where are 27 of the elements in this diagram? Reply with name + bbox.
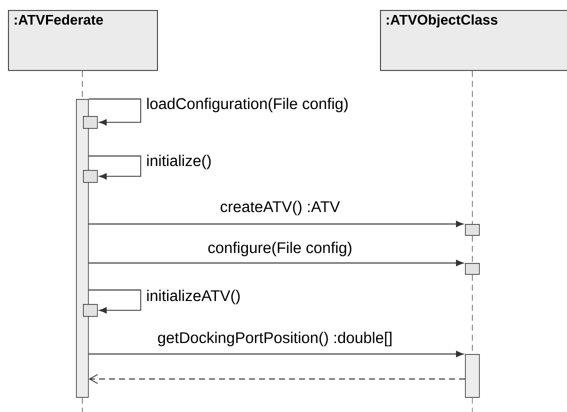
activation-box bbox=[465, 224, 480, 236]
lifeline bbox=[82, 397, 83, 412]
activation-box bbox=[83, 116, 98, 129]
self-message-arrow bbox=[88, 290, 142, 314]
message-label: initializeATV() bbox=[147, 290, 240, 304]
lifeline-box: :ATVObjectClass bbox=[380, 10, 567, 71]
self-message-arrow bbox=[88, 156, 142, 180]
lifeline bbox=[472, 235, 473, 264]
activation-bar bbox=[465, 354, 480, 398]
message-arrow bbox=[88, 220, 464, 228]
activation-box bbox=[83, 304, 98, 317]
message-arrow bbox=[88, 350, 464, 358]
return-arrow bbox=[88, 374, 466, 384]
activation-bar bbox=[76, 99, 89, 398]
lifeline bbox=[472, 70, 473, 224]
activation-box bbox=[83, 170, 98, 183]
message-label: loadConfiguration(File config) bbox=[147, 98, 348, 112]
message-label: initialize() bbox=[147, 154, 211, 170]
self-message-arrow bbox=[88, 98, 142, 126]
lifeline-box: :ATVFederate bbox=[8, 10, 158, 71]
lifeline bbox=[82, 70, 83, 100]
message-label: getDockingPortPosition() :double[] bbox=[158, 332, 392, 346]
activation-box bbox=[465, 263, 480, 275]
message-label: createATV() :ATV bbox=[220, 200, 340, 216]
message-arrow bbox=[88, 260, 464, 266]
message-label: configure(File config) bbox=[208, 242, 352, 256]
lifeline bbox=[472, 397, 473, 412]
